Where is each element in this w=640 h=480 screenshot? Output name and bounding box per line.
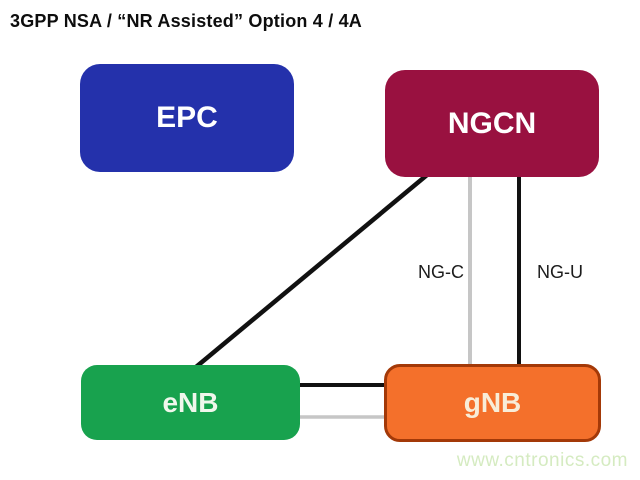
node-ngcn: NGCN	[385, 70, 599, 177]
node-epc: EPC	[80, 64, 294, 172]
link-label-ng-u: NG-U	[537, 262, 583, 282]
watermark: www.cntronics.com	[456, 450, 628, 471]
node-enb: eNB	[81, 365, 300, 440]
link-ngcn-enb-line	[194, 168, 435, 369]
node-gnb: gNB	[384, 364, 601, 442]
node-ngcn-label: NGCN	[447, 106, 537, 140]
diagram-title: 3GPP NSA / “NR Assisted” Option 4 / 4A	[10, 11, 363, 31]
node-epc-label: EPC	[156, 101, 218, 134]
node-gnb-label: gNB	[463, 387, 522, 418]
link-label-ng-c: NG-C	[418, 262, 464, 282]
node-enb-label: eNB	[162, 386, 219, 418]
